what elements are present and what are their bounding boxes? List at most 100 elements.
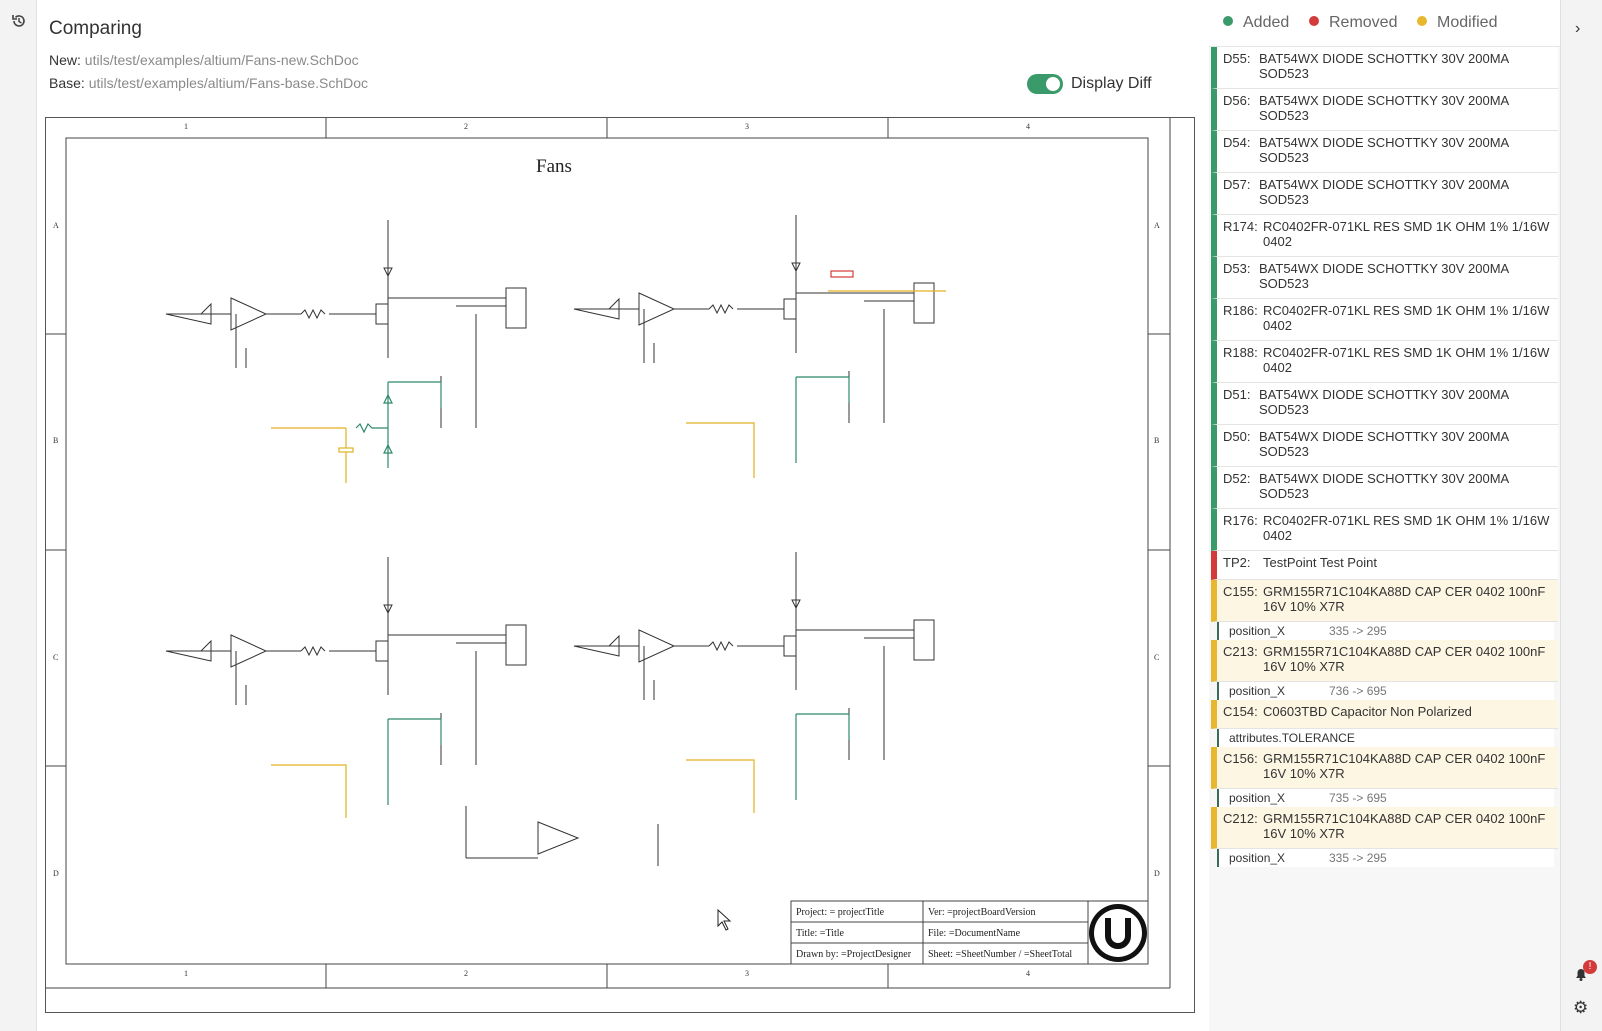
change-item[interactable]: D53:BAT54WX DIODE SCHOTTKY 30V 200MA SOD… bbox=[1211, 257, 1558, 299]
change-description: BAT54WX DIODE SCHOTTKY 30V 200MA SOD523 bbox=[1259, 177, 1509, 207]
change-description: RC0402FR-071KL RES SMD 1K OHM 1% 1/16W 0… bbox=[1263, 345, 1550, 375]
col-label: 3 bbox=[745, 969, 749, 978]
mouse-cursor-icon bbox=[717, 908, 732, 931]
change-item[interactable]: C213: GRM155R71C104KA88D CAP CER 0402 100… bbox=[1211, 640, 1558, 682]
added-diodes bbox=[355, 381, 442, 468]
change-item[interactable]: C212:GRM155R71C104KA88D CAP CER 0402 100… bbox=[1211, 807, 1558, 849]
change-item[interactable]: TP2: TestPoint Test Point bbox=[1211, 551, 1558, 580]
change-description: TestPoint Test Point bbox=[1263, 555, 1377, 570]
attribute-name: position_X bbox=[1229, 624, 1286, 638]
changes-list: D55:BAT54WX DIODE SCHOTTKY 30V 200MA SOD… bbox=[1209, 47, 1560, 867]
attribute-name: attributes.TOLERANCE bbox=[1229, 731, 1355, 745]
row-label: C bbox=[53, 653, 58, 662]
change-item[interactable]: R176: RC0402FR-071KL RES SMD 1K OHM 1% 1/… bbox=[1211, 509, 1558, 551]
legend-removed: Removed bbox=[1309, 14, 1397, 32]
change-item[interactable]: R188: RC0402FR-071KL RES SMD 1K OHM 1% 1/… bbox=[1211, 341, 1558, 383]
legend-added-label: Added bbox=[1243, 14, 1290, 31]
change-ref: R188: bbox=[1223, 345, 1258, 360]
tb-project: Project: = projectTitle bbox=[796, 907, 885, 918]
col-label: 4 bbox=[1026, 122, 1030, 131]
change-description: GRM155R71C104KA88D CAP CER 0402 100nF 16… bbox=[1263, 644, 1546, 674]
change-item[interactable]: D54:BAT54WX DIODE SCHOTTKY 30V 200MA SOD… bbox=[1211, 131, 1558, 173]
change-item[interactable]: D55:BAT54WX DIODE SCHOTTKY 30V 200MA SOD… bbox=[1211, 47, 1558, 89]
change-ref: D54: bbox=[1223, 135, 1251, 150]
change-attribute-row: position_X 735 -> 695 bbox=[1217, 789, 1554, 807]
legend-modified-label: Modified bbox=[1437, 14, 1498, 31]
diff-legend: Added Removed Modified bbox=[1209, 0, 1560, 47]
main-pane: Comparing New: utils/test/examples/altiu… bbox=[36, 0, 1210, 1031]
change-ref: D50: bbox=[1223, 429, 1251, 444]
change-ref: C212: bbox=[1223, 811, 1258, 826]
tb-ver: Ver: =projectBoardVersion bbox=[928, 907, 1036, 918]
row-label: D bbox=[53, 869, 59, 878]
change-item[interactable]: C156:GRM155R71C104KA88D CAP CER 0402 100… bbox=[1211, 747, 1558, 789]
change-item[interactable]: C154:C0603TBD Capacitor Non Polarized bbox=[1211, 700, 1558, 729]
change-item[interactable]: R186:RC0402FR-071KL RES SMD 1K OHM 1% 1/… bbox=[1211, 299, 1558, 341]
schematic-drawing: 1 2 3 4 1 2 3 4 A B C D A B C D Fans bbox=[46, 118, 1171, 989]
change-ref: R186: bbox=[1223, 303, 1258, 318]
legend-modified: Modified bbox=[1417, 14, 1497, 32]
schematic-canvas[interactable]: 1 2 3 4 1 2 3 4 A B C D A B C D Fans bbox=[45, 117, 1195, 1013]
change-ref: D52: bbox=[1223, 471, 1251, 486]
change-item[interactable]: D51:BAT54WX DIODE SCHOTTKY 30V 200MA SOD… bbox=[1211, 383, 1558, 425]
new-file-row: New: utils/test/examples/altium/Fans-new… bbox=[49, 52, 359, 68]
chevron-right-icon[interactable]: › bbox=[1575, 20, 1581, 37]
change-ref: R176: bbox=[1223, 513, 1258, 528]
attribute-change: 735 -> 695 bbox=[1329, 791, 1387, 805]
schematic-title: Fans bbox=[536, 156, 572, 177]
col-label: 2 bbox=[464, 122, 468, 131]
base-label: Base: bbox=[49, 75, 85, 91]
col-label: 3 bbox=[745, 122, 749, 131]
page-title: Comparing bbox=[49, 18, 142, 39]
tb-drawn: Drawn by: =ProjectDesigner bbox=[796, 949, 912, 960]
tb-file: File: =DocumentName bbox=[928, 928, 1021, 939]
display-diff-toggle[interactable] bbox=[1027, 74, 1063, 94]
change-attribute-row: position_X 335 -> 295 bbox=[1217, 622, 1554, 640]
change-ref: D51: bbox=[1223, 387, 1251, 402]
change-ref: C156: bbox=[1223, 751, 1258, 766]
change-description: GRM155R71C104KA88D CAP CER 0402 100nF 16… bbox=[1263, 584, 1546, 614]
change-attribute-row: attributes.TOLERANCE bbox=[1217, 729, 1554, 747]
gear-icon[interactable]: ⚙ bbox=[1573, 998, 1589, 1017]
changes-panel: Added Removed Modified D55:BAT54WX DIODE… bbox=[1209, 0, 1560, 1031]
change-item[interactable]: D50: BAT54WX DIODE SCHOTTKY 30V 200MA SOD… bbox=[1211, 425, 1558, 467]
attribute-name: position_X bbox=[1229, 791, 1286, 805]
change-description: BAT54WX DIODE SCHOTTKY 30V 200MA SOD523 bbox=[1259, 261, 1509, 291]
change-item[interactable]: D52: BAT54WX DIODE SCHOTTKY 30V 200MA SOD… bbox=[1211, 467, 1558, 509]
toggle-knob bbox=[1046, 77, 1060, 91]
legend-removed-label: Removed bbox=[1329, 14, 1398, 31]
tb-title: Title: =Title bbox=[796, 928, 845, 939]
col-label: 2 bbox=[464, 969, 468, 978]
change-ref: C213: bbox=[1223, 644, 1258, 659]
change-item[interactable]: D57:BAT54WX DIODE SCHOTTKY 30V 200MA SOD… bbox=[1211, 173, 1558, 215]
row-label: C bbox=[1154, 653, 1159, 662]
change-item[interactable]: R174: RC0402FR-071KL RES SMD 1K OHM 1% 1/… bbox=[1211, 215, 1558, 257]
base-file-row: Base: utils/test/examples/altium/Fans-ba… bbox=[49, 75, 368, 91]
change-description: BAT54WX DIODE SCHOTTKY 30V 200MA SOD523 bbox=[1259, 429, 1509, 459]
notification-badge: ! bbox=[1583, 960, 1597, 974]
base-path: utils/test/examples/altium/Fans-base.Sch… bbox=[88, 75, 369, 91]
change-item[interactable]: D56: BAT54WX DIODE SCHOTTKY 30V 200MA SOD… bbox=[1211, 89, 1558, 131]
ultimachine-logo bbox=[1089, 904, 1147, 962]
change-description: RC0402FR-071KL RES SMD 1K OHM 1% 1/16W 0… bbox=[1263, 513, 1550, 543]
change-description: C0603TBD Capacitor Non Polarized bbox=[1263, 704, 1472, 719]
legend-added: Added bbox=[1223, 14, 1289, 32]
history-icon[interactable] bbox=[10, 12, 28, 30]
change-ref: R174: bbox=[1223, 219, 1258, 234]
new-label: New: bbox=[49, 52, 81, 68]
change-ref: TP2: bbox=[1223, 555, 1251, 570]
attribute-change: 335 -> 295 bbox=[1329, 851, 1387, 865]
attribute-change: 335 -> 295 bbox=[1329, 624, 1387, 638]
row-label: D bbox=[1154, 869, 1160, 878]
change-description: RC0402FR-071KL RES SMD 1K OHM 1% 1/16W 0… bbox=[1263, 219, 1550, 249]
change-item[interactable]: C155:GRM155R71C104KA88D CAP CER 0402 100… bbox=[1211, 580, 1558, 622]
tach-net bbox=[271, 427, 354, 483]
attribute-change: 736 -> 695 bbox=[1329, 684, 1387, 698]
change-description: BAT54WX DIODE SCHOTTKY 30V 200MA SOD523 bbox=[1259, 471, 1509, 501]
change-description: BAT54WX DIODE SCHOTTKY 30V 200MA SOD523 bbox=[1259, 93, 1509, 123]
left-rail bbox=[0, 0, 36, 1031]
row-label: B bbox=[1154, 436, 1159, 445]
row-label: B bbox=[53, 436, 58, 445]
change-ref: D56: bbox=[1223, 93, 1251, 108]
